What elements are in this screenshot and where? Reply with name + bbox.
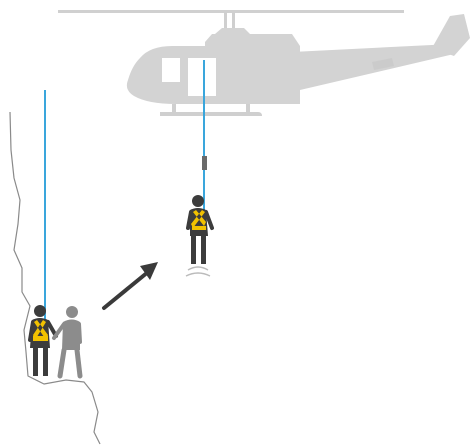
door-window [188,58,216,96]
helper-icon [54,306,80,376]
cabin-window [162,58,180,82]
lift-arrow-icon [104,262,158,308]
lifted-person-icon [188,195,212,264]
rescuer-icon [30,305,56,376]
motion-lines [186,267,210,276]
main-rotor [58,10,404,13]
cliff-outline [10,112,100,444]
helicopter-icon [58,10,470,116]
rope-hook-icon [202,156,207,170]
